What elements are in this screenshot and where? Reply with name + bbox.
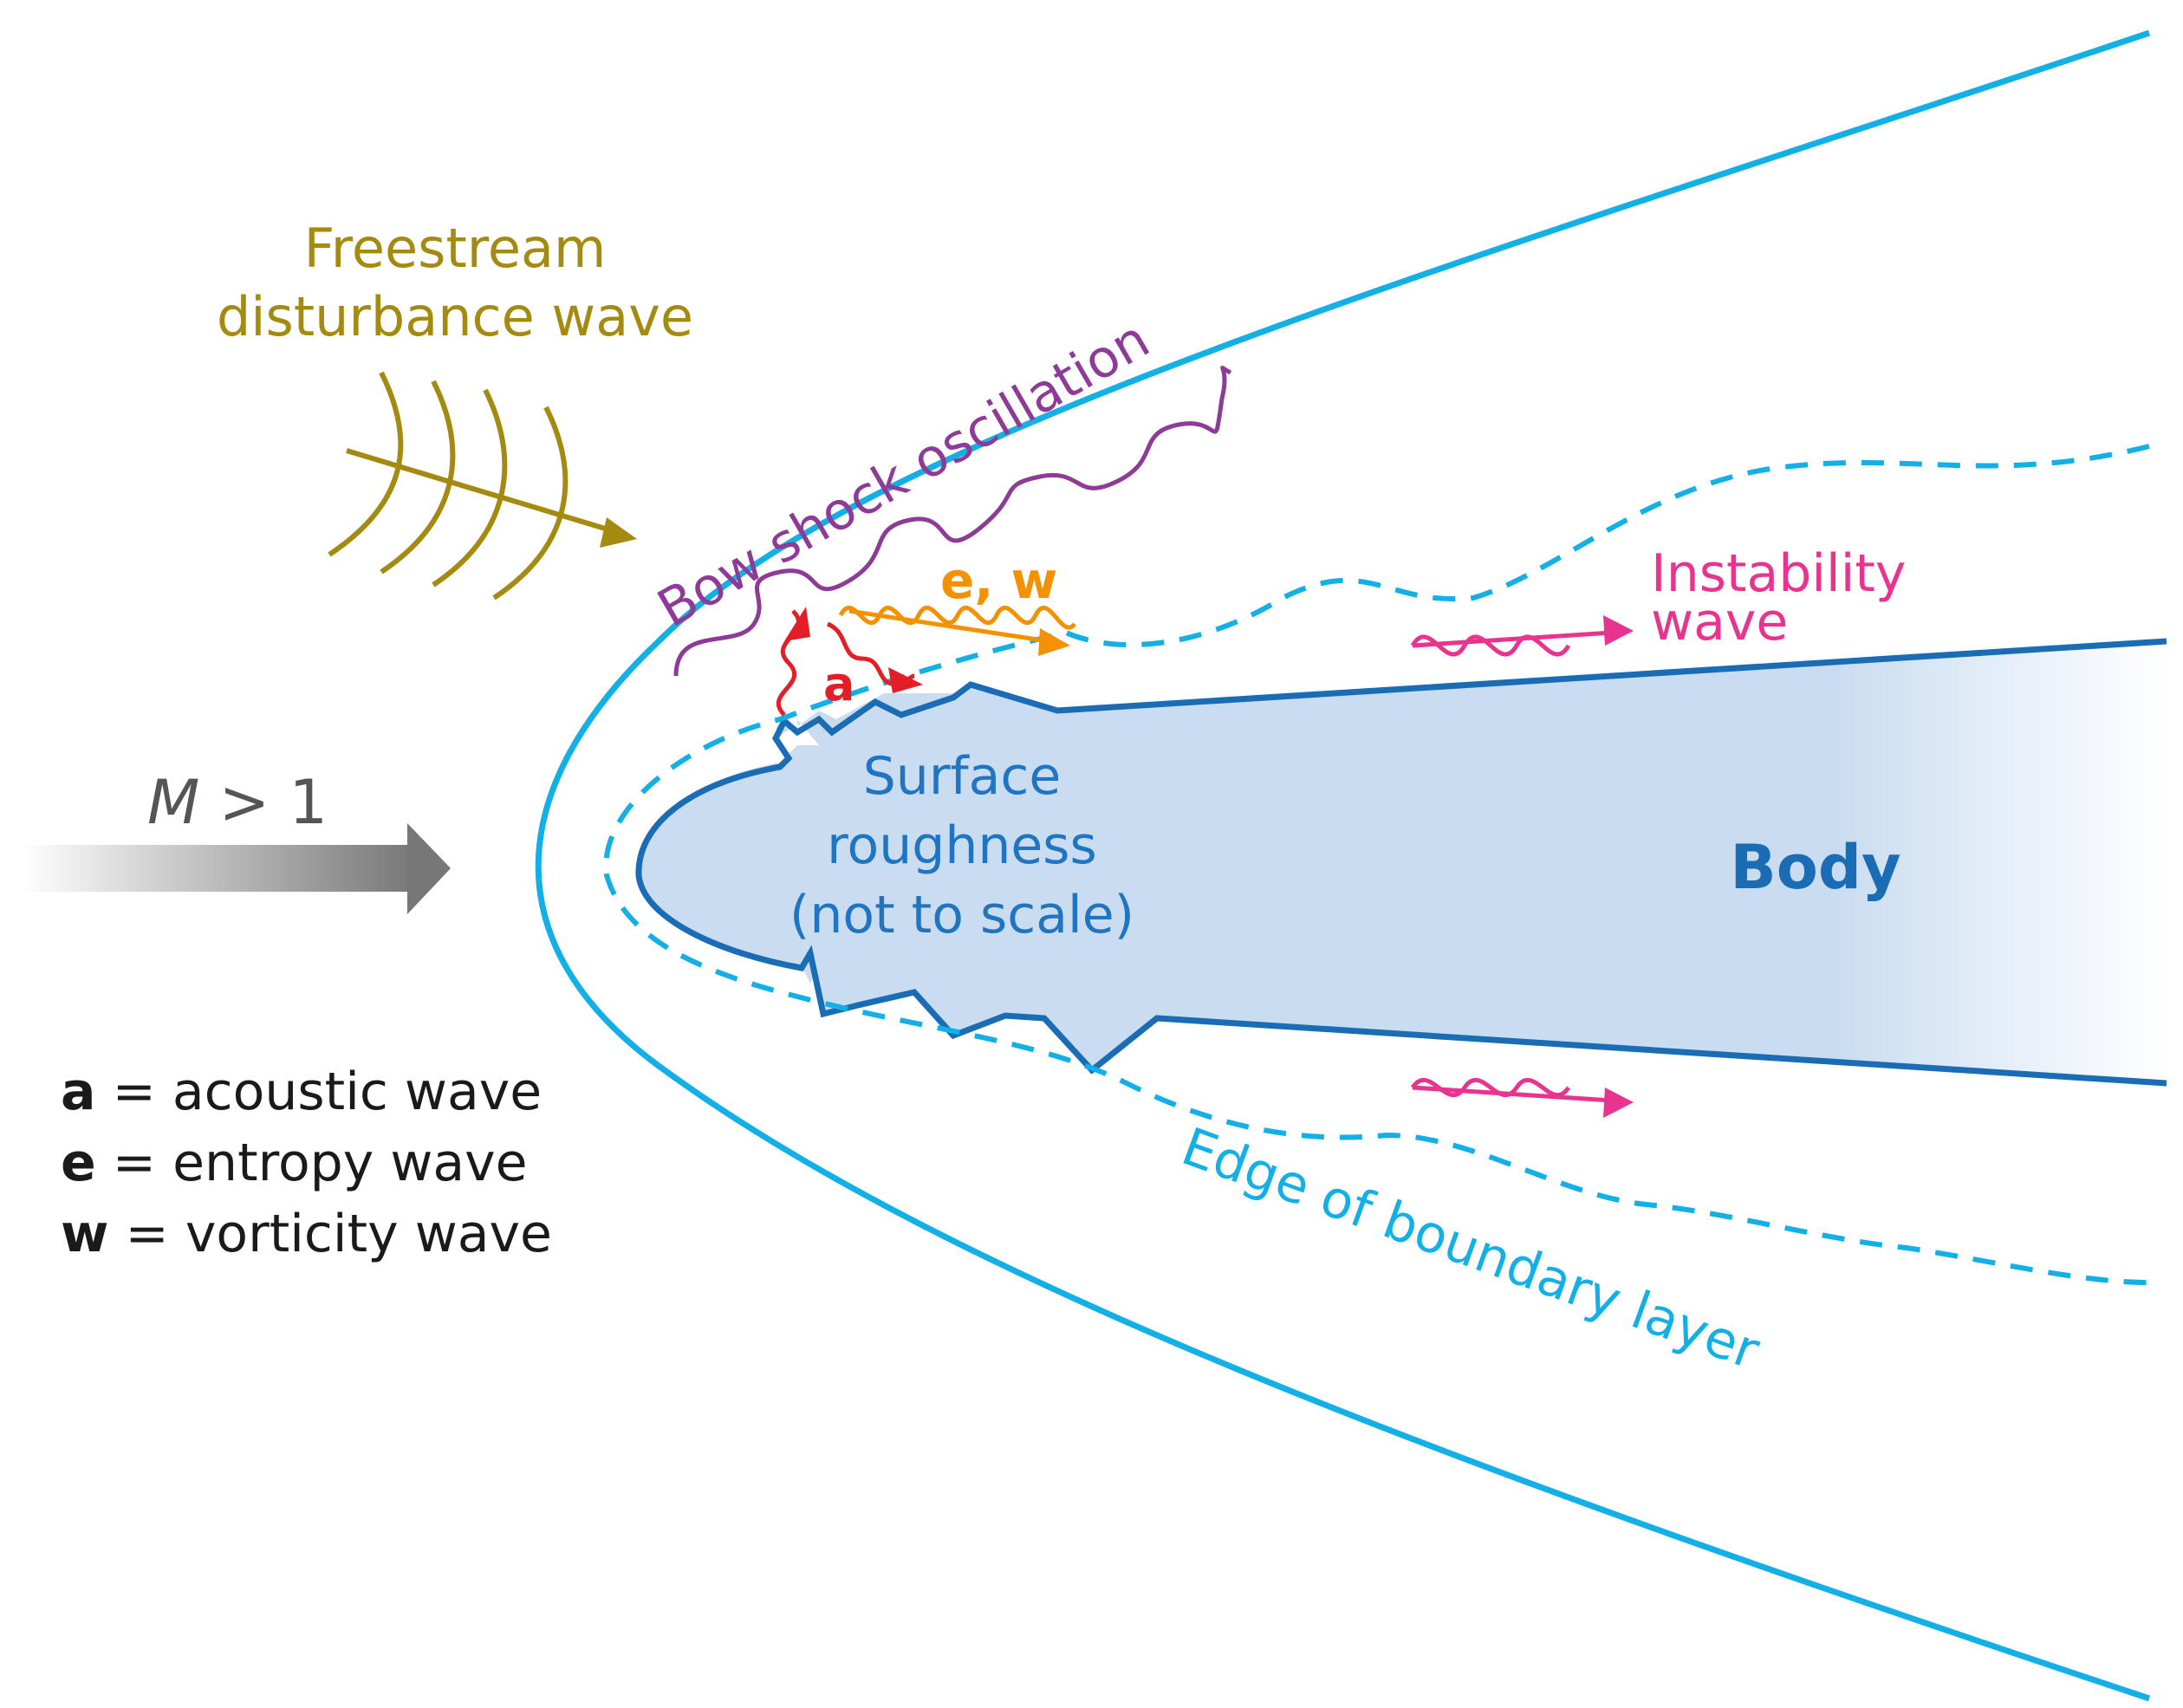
entropy-vorticity-wave-icon [838,606,1076,656]
instability-wave-label-line2: wave [1651,592,1788,653]
a-label: a [823,657,854,711]
surface-roughness-line1: Surface [863,746,1062,807]
legend-item-entropy: e = entropy wave [61,1133,528,1193]
body-shape [636,641,2167,1083]
boundary-layer-edge-label: Edge of boundary layer [1174,1116,1767,1381]
legend-desc: = acoustic wave [96,1062,543,1122]
surface-roughness-line2: roughness [827,815,1097,876]
legend-key: a [61,1062,96,1122]
body-label: Body [1730,832,1900,903]
legend: a = acoustic wave e = entropy wave w = v… [61,1062,552,1264]
legend-desc: = vorticity wave [108,1204,552,1264]
mach-arrow [22,823,451,914]
freestream-label-line1: Freestream [304,217,607,280]
legend-key: w [61,1204,108,1264]
surface-roughness-line3: (not to scale) [789,885,1134,945]
mach-symbol: M [147,767,199,838]
legend-key: e [61,1133,96,1193]
freestream-wave-icon [328,371,637,601]
legend-item-vorticity: w = vorticity wave [61,1204,552,1264]
acoustic-wave-icon [776,607,923,717]
instability-wave-label-line1: Instability [1651,543,1906,604]
mach-condition: > 1 [199,767,328,838]
freestream-label-line2: disturbance wave [217,285,693,348]
bow-shock [535,29,2151,1702]
instability-wave-top-icon [1410,615,1634,657]
mach-label: M > 1 [147,767,328,838]
instability-wave-bottom-icon [1410,1078,1634,1118]
body-outline [635,638,2167,1087]
ew-label: e, w [940,551,1057,610]
bow-shock-oscillation-label: Bow shock oscillation [648,309,1160,640]
legend-item-acoustic: a = acoustic wave [61,1062,542,1122]
bow-shock-oscillation-icon [673,366,1232,677]
legend-desc: = entropy wave [96,1133,528,1193]
